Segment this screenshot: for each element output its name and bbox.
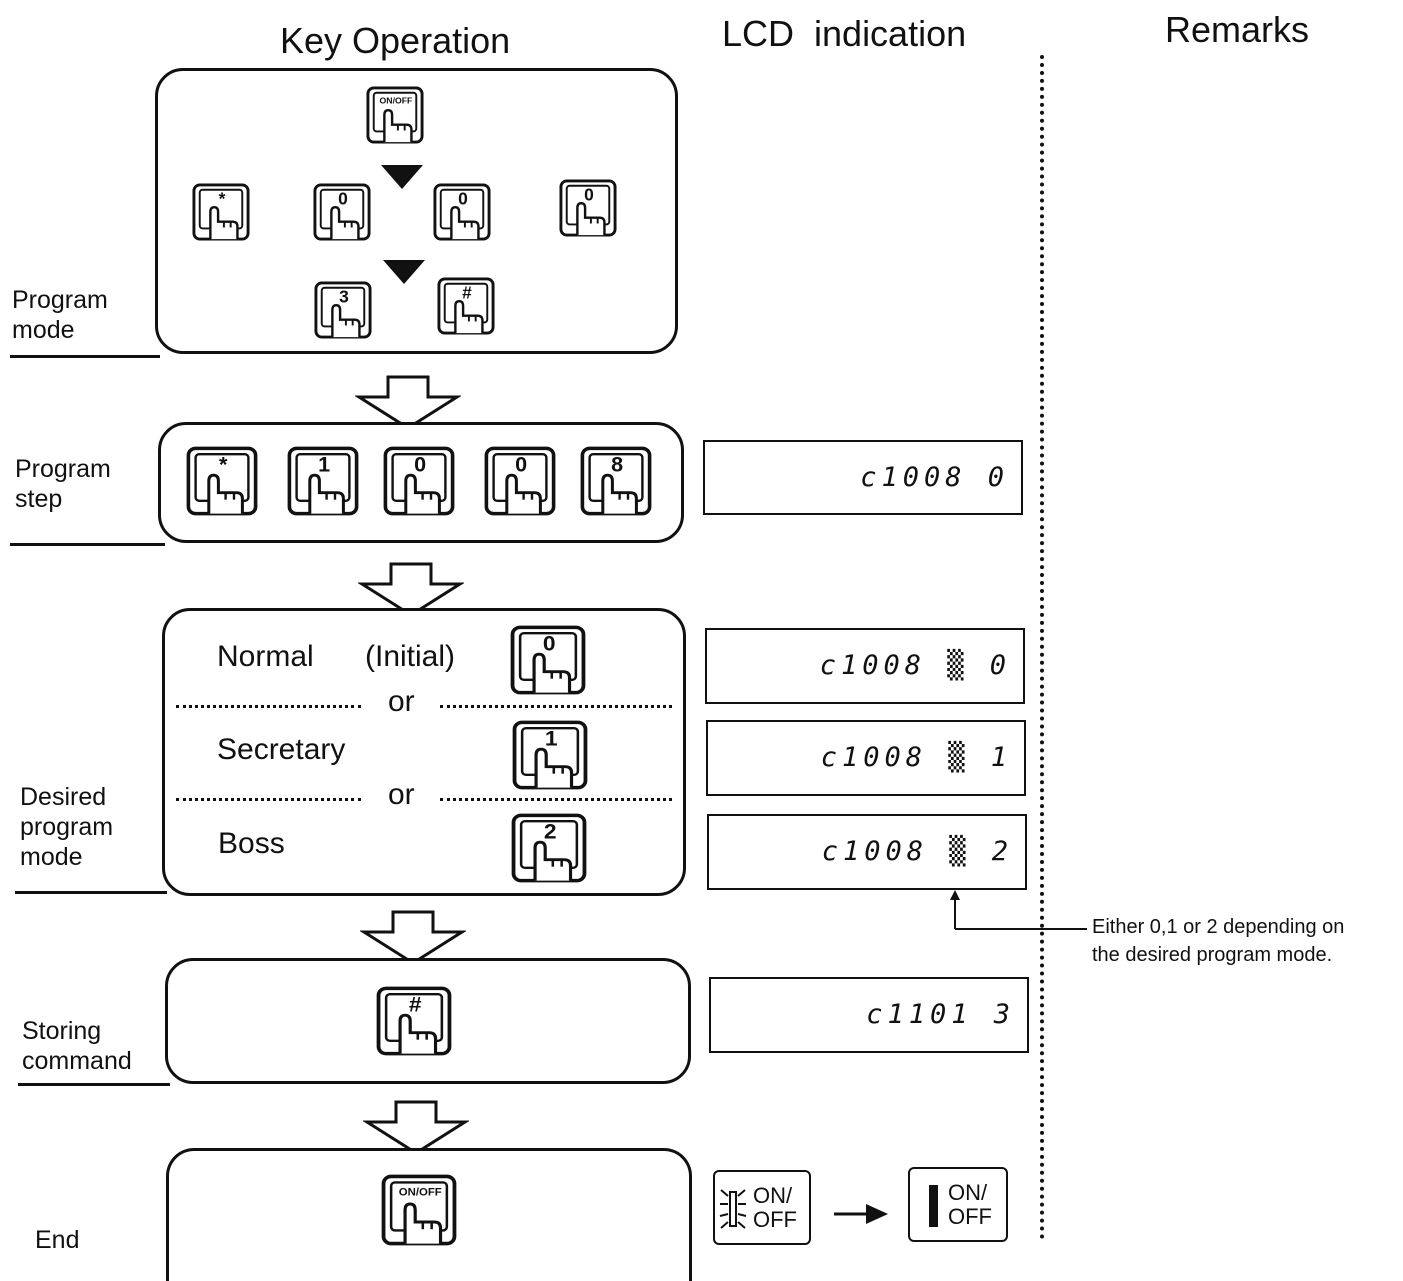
key-hash[interactable]: # [437, 277, 495, 335]
lcd-storing-command: c1101 3 [709, 977, 1029, 1053]
triangle-down-icon [383, 260, 425, 284]
lit-lamp-icon [929, 1185, 938, 1227]
program-mode-label: Program mode [12, 286, 108, 344]
program-step-label: Program step [15, 455, 111, 513]
key-legend: # [462, 282, 472, 302]
separator-or: or [388, 778, 415, 811]
blinking-lamp-icon [719, 1189, 747, 1229]
key-star[interactable]: * [192, 183, 250, 241]
key-on-off[interactable]: ON/OFF [381, 1174, 457, 1246]
key-0[interactable]: 0 [383, 446, 455, 516]
down-arrow-icon [358, 562, 464, 617]
desired-mode-box [162, 608, 686, 896]
right-arrow-icon [834, 1204, 888, 1224]
header-lcd-indication: LCD indication [722, 13, 967, 54]
key-3[interactable]: 3 [314, 281, 372, 339]
lcd-program-step: c1008 0 [703, 440, 1023, 515]
end-label: End [35, 1226, 80, 1254]
desired-mode-label: Desired program mode [20, 783, 114, 871]
lcd-boss: c1008 ▒ 2 [707, 814, 1027, 890]
separator-dots [176, 798, 361, 801]
storing-command-label: Storing command [22, 1017, 132, 1075]
header-remarks: Remarks [1165, 9, 1310, 50]
key-2[interactable]: 2 [511, 813, 587, 883]
down-arrow-icon [360, 910, 466, 965]
key-legend: 0 [414, 453, 426, 477]
key-0[interactable]: 0 [484, 446, 556, 516]
key-legend: 2 [544, 820, 557, 844]
key-on-off[interactable]: ON/OFF [366, 86, 424, 144]
separator-dots [440, 798, 672, 801]
option-secretary-label: Secretary [217, 733, 346, 766]
key-0[interactable]: 0 [510, 625, 586, 695]
desired-mode-baseline [15, 891, 167, 894]
key-legend: 0 [543, 632, 556, 656]
down-arrow-icon [355, 375, 461, 430]
lcd-normal: c1008 ▒ 0 [705, 628, 1025, 704]
program-mode-baseline [10, 355, 160, 358]
option-boss-label: Boss [218, 827, 285, 860]
on-off-indicator-blinking: ON/ OFF [713, 1170, 811, 1245]
key-legend: ON/OFF [399, 1187, 442, 1199]
key-0[interactable]: 0 [559, 179, 617, 237]
key-legend: 0 [338, 188, 348, 208]
storing-command-baseline [18, 1083, 170, 1086]
option-normal-note: (Initial) [365, 640, 456, 673]
program-step-baseline [10, 543, 165, 546]
key-legend: ON/OFF [380, 95, 413, 105]
separator-or: or [388, 685, 415, 718]
key-8[interactable]: 8 [580, 446, 652, 516]
key-legend: 1 [318, 453, 330, 477]
key-legend: * [219, 188, 226, 208]
key-star[interactable]: * [186, 446, 258, 516]
key-legend: 1 [545, 727, 558, 751]
indicator-text: ON/ OFF [753, 1183, 797, 1232]
key-0[interactable]: 0 [313, 183, 371, 241]
key-legend: # [409, 993, 422, 1017]
remarks-divider [1040, 55, 1044, 1240]
key-legend: 0 [458, 188, 468, 208]
key-hash[interactable]: # [376, 986, 452, 1056]
key-legend: 8 [611, 453, 623, 477]
key-0[interactable]: 0 [433, 183, 491, 241]
remark-note: Either 0,1 or 2 depending on the desired… [1092, 916, 1345, 966]
remark-pointer-icon [950, 890, 1087, 930]
lcd-secretary: c1008 ▒ 1 [706, 720, 1026, 796]
separator-dots [440, 705, 672, 708]
separator-dots [176, 705, 361, 708]
on-off-indicator-lit: ON/ OFF [908, 1167, 1008, 1242]
storing-command-box [165, 958, 691, 1084]
header-key-operation: Key Operation [280, 20, 511, 61]
option-normal-label: Normal [217, 640, 314, 673]
key-1[interactable]: 1 [512, 720, 588, 790]
key-legend: 0 [584, 184, 594, 204]
key-legend: 3 [339, 286, 349, 306]
key-legend: * [219, 453, 228, 477]
indicator-text: ON/ OFF [948, 1180, 992, 1229]
down-arrow-icon [363, 1100, 469, 1155]
key-legend: 0 [515, 453, 527, 477]
key-1[interactable]: 1 [287, 446, 359, 516]
triangle-down-icon [381, 165, 423, 189]
